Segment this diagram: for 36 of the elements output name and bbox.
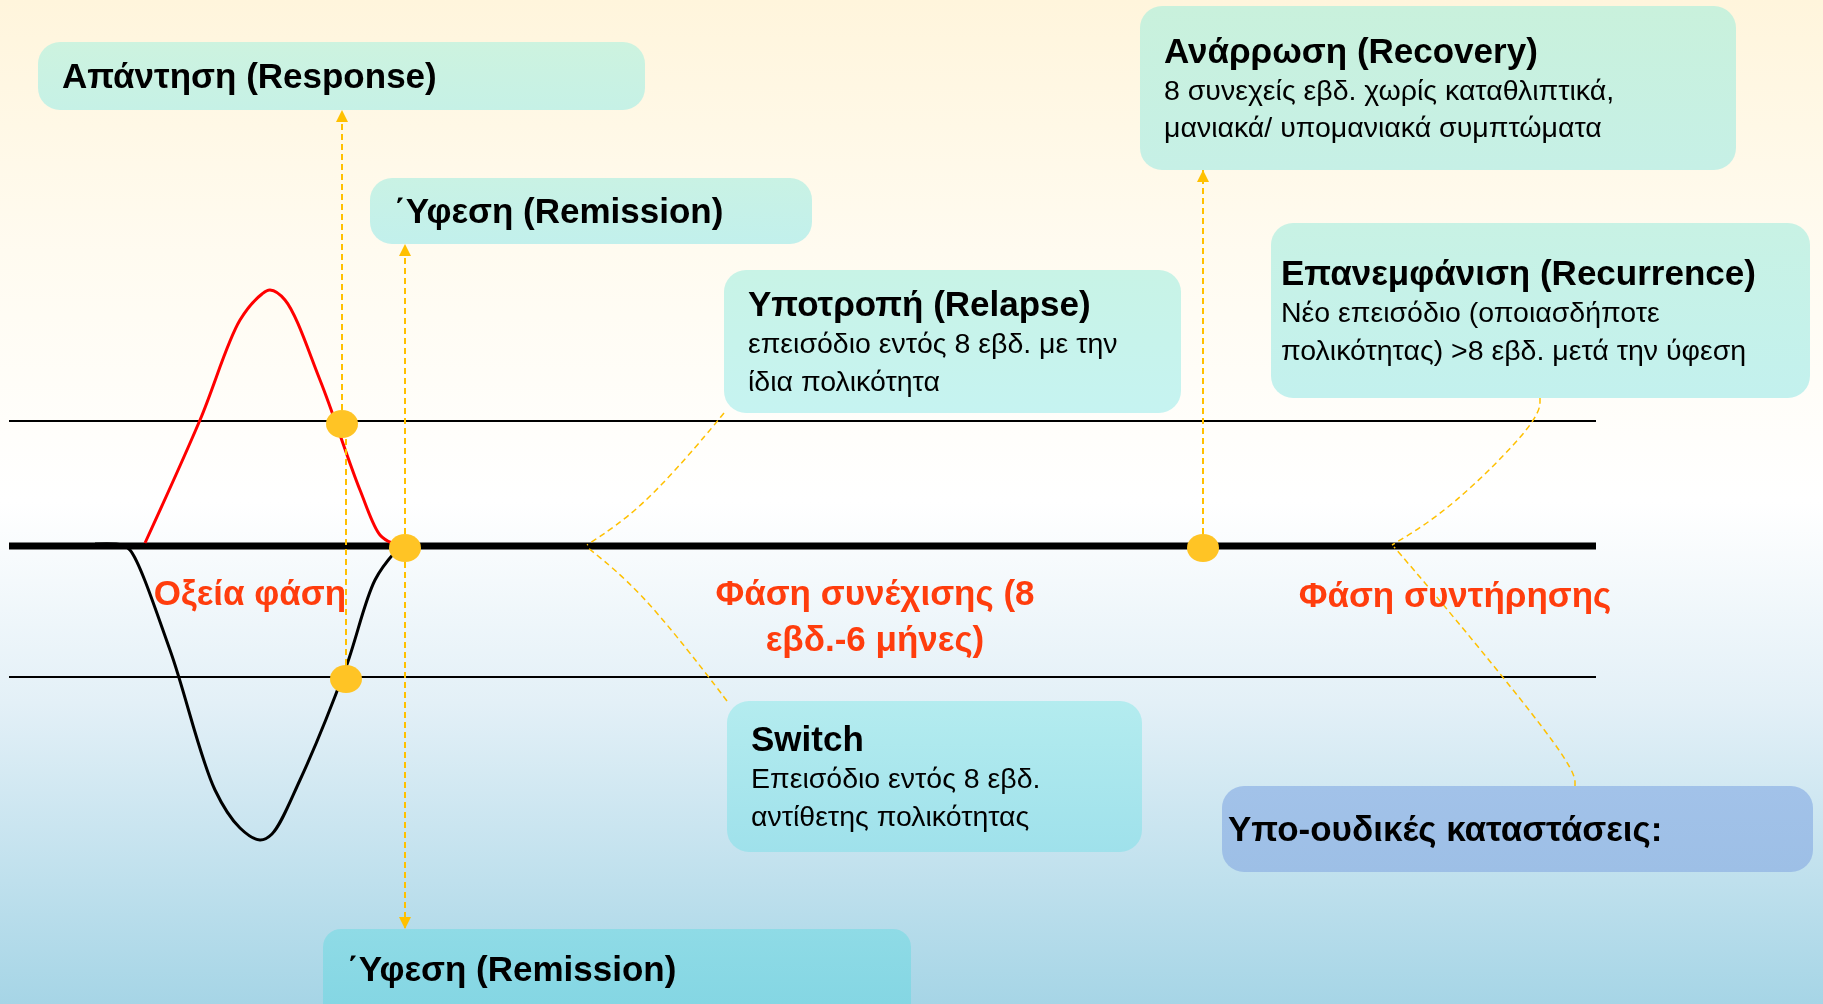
point-marker (326, 410, 358, 438)
box-text: Νέο επεισόδιο (οποιασδήποτε πολικότητας) >8 εβδ. μετά την ύφεση (1281, 295, 1748, 368)
point-marker (1187, 534, 1219, 562)
callout-box (1222, 786, 1813, 872)
callout-box (724, 270, 1181, 413)
callout-box (323, 929, 911, 1004)
callout-box (727, 701, 1142, 852)
point-marker (330, 665, 362, 693)
arrow (399, 243, 411, 535)
callout-box (38, 42, 645, 110)
box-text: Επεισόδιο εντός 8 εβδ. αντίθετης πολικότητας (751, 761, 1042, 834)
phase-label: Φάση συνέχισης (8 εβδ.-6 μήνες) (715, 572, 1035, 660)
callout-box (1140, 6, 1736, 170)
callout-box (1271, 223, 1810, 398)
leader-line (1393, 546, 1576, 787)
leader-line (586, 412, 725, 546)
point-marker (389, 534, 421, 562)
arrow (399, 561, 411, 930)
box-text: 8 συνεχείς εβδ. χωρίς καταθλιπτικά, μανιακά/ υπομανιακά συμπτώματα (1164, 72, 1616, 145)
arrow (1197, 169, 1209, 535)
box-heading: Υπο-ουδικές καταστάσεις: (1228, 808, 1664, 850)
box-heading: Επανεμφάνιση (Recurrence) (1281, 252, 1757, 295)
box-heading: Switch (751, 718, 865, 761)
leader-line (345, 437, 347, 666)
phase-label: Φάση συντήρησης (1297, 574, 1613, 616)
phase-label: Οξεία φάση (152, 572, 348, 614)
box-text: επεισόδιο εντός 8 εβδ. με την ίδια πολικότητα (748, 326, 1119, 399)
box-heading: Υποτροπή (Relapse) (748, 283, 1092, 326)
arrow (336, 109, 348, 411)
leader-line (1391, 397, 1541, 546)
leader-line (586, 546, 728, 702)
box-heading: ΄Υφεση (Remission) (394, 190, 725, 232)
box-heading: Ανάρρωση (Recovery) (1164, 29, 1539, 72)
callout-box (370, 178, 812, 244)
box-heading: Απάντηση (Response) (62, 55, 438, 97)
box-heading: ΄Υφεση (Remission) (347, 948, 678, 990)
